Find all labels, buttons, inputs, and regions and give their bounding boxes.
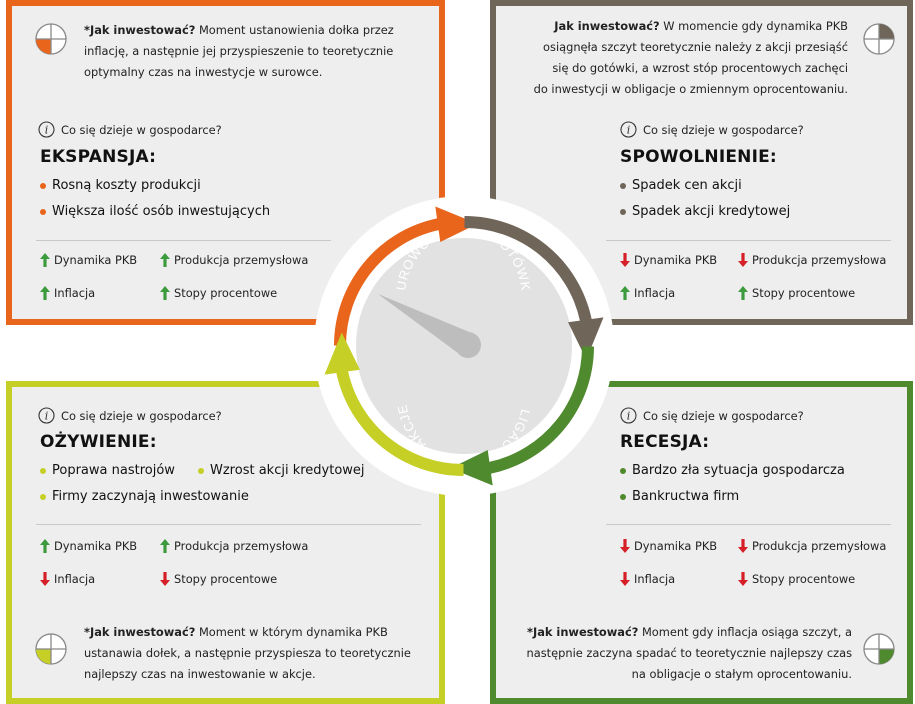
howto-line: optymalny czas na inwestycje w surowce. xyxy=(84,65,323,79)
indicator-produkcja: Produkcja przemysłowa xyxy=(738,253,886,267)
svg-text:i: i xyxy=(45,124,49,137)
divider xyxy=(36,524,421,525)
arrow-down-icon xyxy=(620,253,630,267)
howto-line: W momencie gdy dynamika PKB xyxy=(663,19,848,33)
arrow-down-icon xyxy=(620,572,630,586)
arrow-up-icon xyxy=(738,286,748,300)
howto-text-spowolnienie: Jak inwestować? W momencie gdy dynamika … xyxy=(500,16,848,100)
what-happens-heading: i Co się dzieje w gospodarce? xyxy=(38,407,222,424)
phase-title: EKSPANSJA: xyxy=(40,147,157,167)
indicator-inflacja: Inflacja xyxy=(40,286,95,300)
bullet-item: Wzrost akcji kredytowej xyxy=(198,463,365,478)
howto-heading: *Jak inwestować? xyxy=(84,23,196,37)
divider xyxy=(606,240,891,241)
indicator-dynamika-pkb: Dynamika PKB xyxy=(40,253,137,267)
howto-line: Moment w którym dynamika PKB xyxy=(198,625,388,639)
indicator-stopy: Stopy procentowe xyxy=(738,286,855,300)
what-happens-heading: i Co się dzieje w gospodarce? xyxy=(620,407,804,424)
pie-quarter-icon xyxy=(863,633,895,665)
arrow-down-icon xyxy=(738,572,748,586)
indicator-dynamika-pkb: Dynamika PKB xyxy=(620,253,717,267)
bullet-item: Bardzo zła sytuacja gospodarcza xyxy=(620,463,845,478)
howto-line: się do gotówki, a wzrost stóp procentowy… xyxy=(552,61,848,75)
howto-line: najlepszy czas na inwestowanie w akcje. xyxy=(84,667,316,681)
arrow-down-icon xyxy=(738,539,748,553)
phase-title: SPOWOLNIENIE: xyxy=(620,147,777,167)
arrow-up-icon xyxy=(40,253,50,267)
arrow-down-icon xyxy=(738,253,748,267)
arrow-up-icon xyxy=(160,539,170,553)
what-happens-label: Co się dzieje w gospodarce? xyxy=(643,408,804,423)
arrow-up-icon xyxy=(40,286,50,300)
pie-quarter-icon xyxy=(35,633,67,665)
howto-heading: *Jak inwestować? xyxy=(84,625,196,639)
indicator-stopy: Stopy procentowe xyxy=(160,572,277,586)
what-happens-label: Co się dzieje w gospodarce? xyxy=(61,408,222,423)
indicator-inflacja: Inflacja xyxy=(40,572,95,586)
howto-heading: *Jak inwestować? xyxy=(527,625,639,639)
svg-text:i: i xyxy=(627,124,631,137)
info-icon: i xyxy=(620,407,637,424)
indicator-inflacja: Inflacja xyxy=(620,572,675,586)
howto-line: ustanawia dołek, a następnie przyspiesza… xyxy=(84,646,411,660)
info-icon: i xyxy=(38,407,55,424)
howto-line: do inwestycji w obligacje o zmiennym opr… xyxy=(533,82,848,96)
arrow-up-icon xyxy=(160,286,170,300)
what-happens-label: Co się dzieje w gospodarce? xyxy=(61,122,222,137)
svg-text:i: i xyxy=(45,410,49,423)
bullet-item: Firmy zaczynają inwestowanie xyxy=(40,489,249,504)
howto-heading: Jak inwestować? xyxy=(554,19,660,33)
indicator-dynamika-pkb: Dynamika PKB xyxy=(40,539,137,553)
svg-text:i: i xyxy=(627,410,631,423)
what-happens-label: Co się dzieje w gospodarce? xyxy=(643,122,804,137)
indicator-produkcja: Produkcja przemysłowa xyxy=(738,539,886,553)
phase-title: OŻYWIENIE: xyxy=(40,432,157,452)
bullet-item: Spadek akcji kredytowej xyxy=(620,204,790,219)
divider xyxy=(606,524,891,525)
howto-text-ekspansja: *Jak inwestować? Moment ustanowienia doł… xyxy=(84,20,424,83)
indicator-stopy: Stopy procentowe xyxy=(738,572,855,586)
bullet-item: Spadek cen akcji xyxy=(620,178,742,193)
arrow-down-icon xyxy=(40,572,50,586)
howto-line: Moment gdy inflacja osiąga szczyt, a xyxy=(641,625,852,639)
arrow-up-icon xyxy=(40,539,50,553)
quadrant-ekspansja xyxy=(6,0,445,325)
divider xyxy=(36,240,331,241)
bullet-item: Większa ilość osób inwestujących xyxy=(40,204,270,219)
arrow-down-icon xyxy=(620,539,630,553)
howto-line: na obligacje o stałym oprocentowaniu. xyxy=(631,667,852,681)
indicator-dynamika-pkb: Dynamika PKB xyxy=(620,539,717,553)
indicator-stopy: Stopy procentowe xyxy=(160,286,277,300)
howto-text-ozywienie: *Jak inwestować? Moment w którym dynamik… xyxy=(84,622,429,685)
arrow-down-icon xyxy=(160,572,170,586)
bullet-item: Rosną koszty produkcji xyxy=(40,178,201,193)
info-icon: i xyxy=(620,121,637,138)
howto-line: następnie zaczyna spadać to teoretycznie… xyxy=(526,646,852,660)
howto-line: Moment ustanowienia dołka przez xyxy=(198,23,394,37)
indicator-inflacja: Inflacja xyxy=(620,286,675,300)
indicator-produkcja: Produkcja przemysłowa xyxy=(160,539,308,553)
bullet-item: Bankructwa firm xyxy=(620,489,739,504)
bullet-item: Poprawa nastrojów xyxy=(40,463,175,478)
phase-title: RECESJA: xyxy=(620,432,710,452)
pie-quarter-icon xyxy=(863,23,895,55)
pie-quarter-icon xyxy=(35,23,67,55)
arrow-up-icon xyxy=(160,253,170,267)
info-icon: i xyxy=(38,121,55,138)
howto-line: osiągnęła szczyt teoretycznie należy z a… xyxy=(543,40,848,54)
howto-text-recesja: *Jak inwestować? Moment gdy inflacja osi… xyxy=(500,622,852,685)
howto-line: inflację, a następnie jej przyspieszenie… xyxy=(84,44,394,58)
arrow-up-icon xyxy=(620,286,630,300)
what-happens-heading: i Co się dzieje w gospodarce? xyxy=(38,121,222,138)
indicator-produkcja: Produkcja przemysłowa xyxy=(160,253,308,267)
what-happens-heading: i Co się dzieje w gospodarce? xyxy=(620,121,804,138)
